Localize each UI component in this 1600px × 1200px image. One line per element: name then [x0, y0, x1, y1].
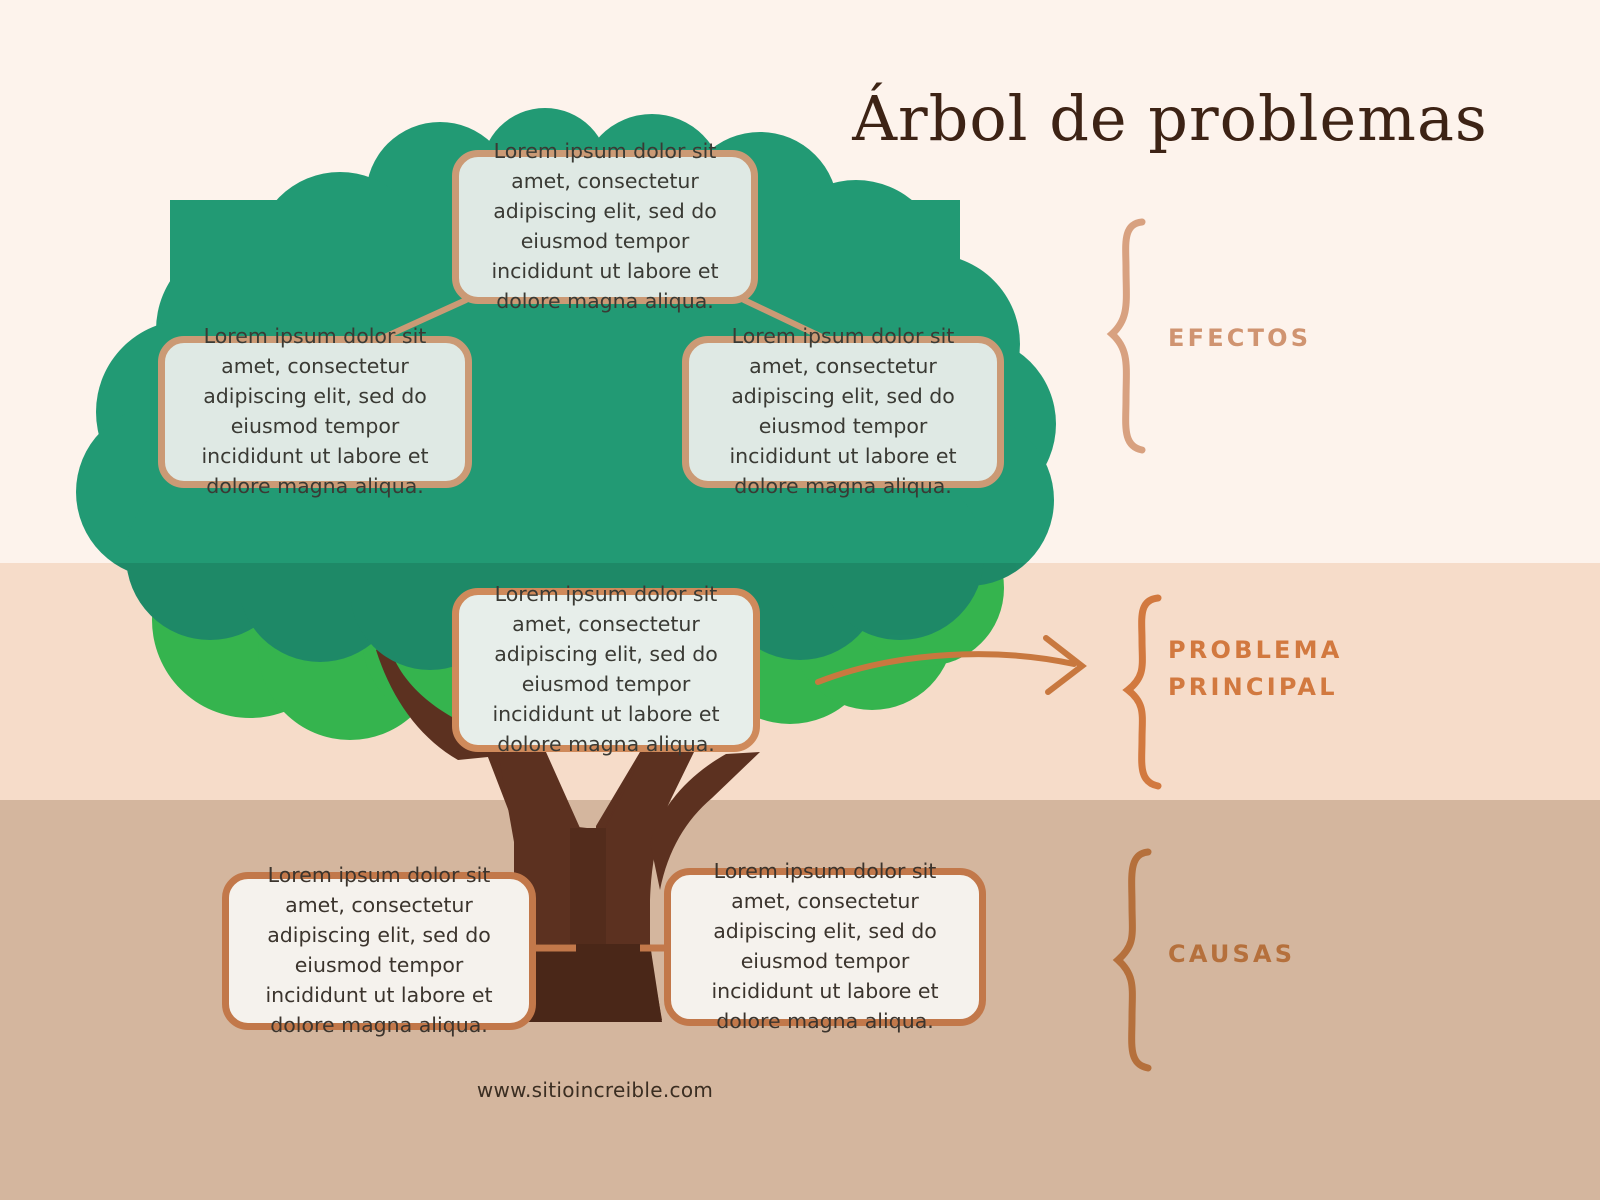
- section-label-causas: CAUSAS: [1168, 940, 1296, 968]
- connector-top-to-right: [741, 297, 827, 341]
- effect-box-top[interactable]: Lorem ipsum dolor sit amet, consectetur …: [452, 139, 758, 313]
- footer-website-url[interactable]: www.sitioincreible.com: [476, 1078, 714, 1102]
- cause-box-left[interactable]: Lorem ipsum dolor sit amet, consectetur …: [222, 863, 536, 1037]
- brace-problema: [1122, 594, 1162, 790]
- effect-connectors: [375, 297, 827, 343]
- cause-box-right[interactable]: Lorem ipsum dolor sit amet, consectetur …: [664, 859, 986, 1033]
- effect-box-right[interactable]: Lorem ipsum dolor sit amet, consectetur …: [682, 324, 1004, 498]
- page-title: Árbol de problemas: [852, 82, 1488, 155]
- section-label-problema-principal: PROBLEMA PRINCIPAL: [1168, 636, 1343, 702]
- arrow-shaft: [815, 651, 1077, 685]
- section-label-efectos: EFECTOS: [1168, 324, 1312, 352]
- effect-box-left[interactable]: Lorem ipsum dolor sit amet, consectetur …: [158, 324, 472, 498]
- tree-trunk: [376, 642, 760, 1022]
- connector-top-to-left: [375, 297, 469, 343]
- brace-efectos: [1106, 218, 1146, 454]
- brace-causas: [1112, 848, 1152, 1072]
- arrow-head: [1043, 635, 1087, 695]
- problem-arrow: [815, 635, 1087, 695]
- problem-box-main[interactable]: Lorem ipsum dolor sit amet, consectetur …: [452, 582, 760, 756]
